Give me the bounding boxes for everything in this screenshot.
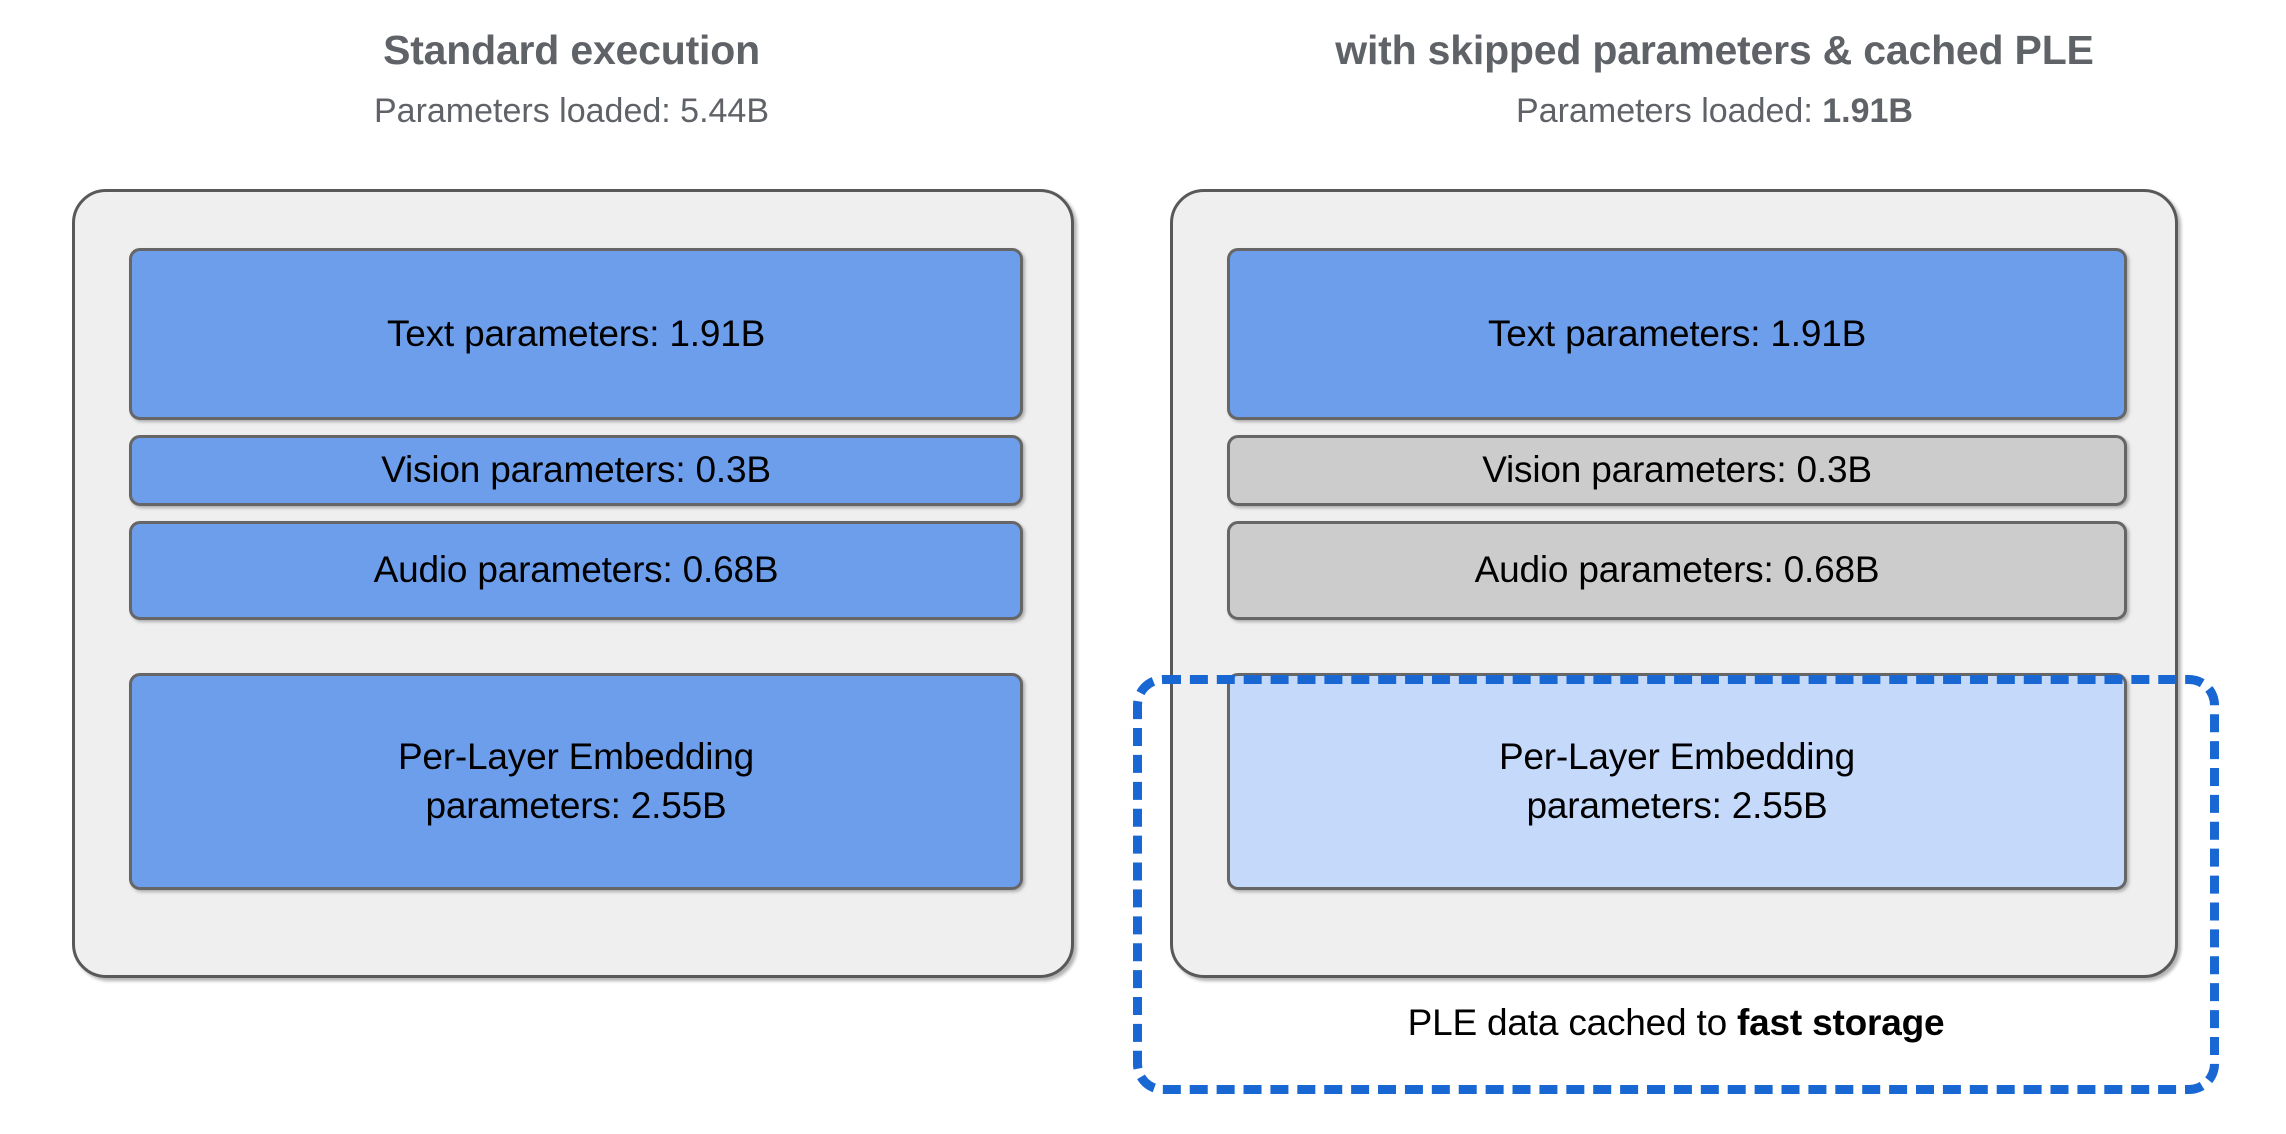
subtitle-value-standard: 5.44B (680, 91, 770, 130)
param-block-ple-standard: Per-Layer Embedding parameters: 2.55B (129, 673, 1023, 890)
param-block-text-optimized: Text parameters: 1.91B (1227, 248, 2127, 420)
param-block-vision-standard: Vision parameters: 0.3B (129, 435, 1023, 506)
subtitle-prefix-optimized: Parameters loaded: (1516, 91, 1823, 130)
column-subtitle-standard: Parameters loaded: 5.44B (0, 91, 1143, 130)
param-block-ple-optimized-cached: Per-Layer Embedding parameters: 2.55B (1227, 673, 2127, 890)
memory-container-optimized: Text parameters: 1.91B Vision parameters… (1170, 189, 2178, 978)
ple-cache-caption-emphasis: fast storage (1737, 1002, 1945, 1043)
param-block-ple-optimized-line2: parameters: 2.55B (1526, 784, 1828, 826)
column-title-standard: Standard execution (383, 27, 760, 73)
column-subtitle-optimized: Parameters loaded: 1.91B (1143, 91, 2286, 130)
param-block-vision-optimized-skipped: Vision parameters: 0.3B (1227, 435, 2127, 506)
subtitle-value-optimized: 1.91B (1822, 91, 1913, 130)
param-block-text-standard: Text parameters: 1.91B (129, 248, 1023, 420)
param-block-audio-optimized-skipped: Audio parameters: 0.68B (1227, 521, 2127, 620)
subtitle-prefix-standard: Parameters loaded: (373, 91, 681, 130)
column-title-optimized: with skipped parameters & cached PLE (1335, 27, 2094, 73)
ple-cache-caption: PLE data cached to fast storage (1133, 1002, 2219, 1044)
column-standard-execution: Standard execution Parameters loaded: 5.… (0, 0, 1143, 978)
ple-cache-caption-prefix: PLE data cached to (1407, 1002, 1738, 1043)
column-optimized-execution: with skipped parameters & cached PLE Par… (1143, 0, 2286, 130)
param-block-ple-standard-line1: Per-Layer Embedding (397, 735, 755, 777)
param-block-audio-standard: Audio parameters: 0.68B (129, 521, 1023, 620)
param-block-ple-optimized-line1: Per-Layer Embedding (1498, 735, 1856, 777)
memory-container-standard: Text parameters: 1.91B Vision parameters… (72, 189, 1074, 978)
param-block-ple-standard-line2: parameters: 2.55B (425, 784, 727, 826)
